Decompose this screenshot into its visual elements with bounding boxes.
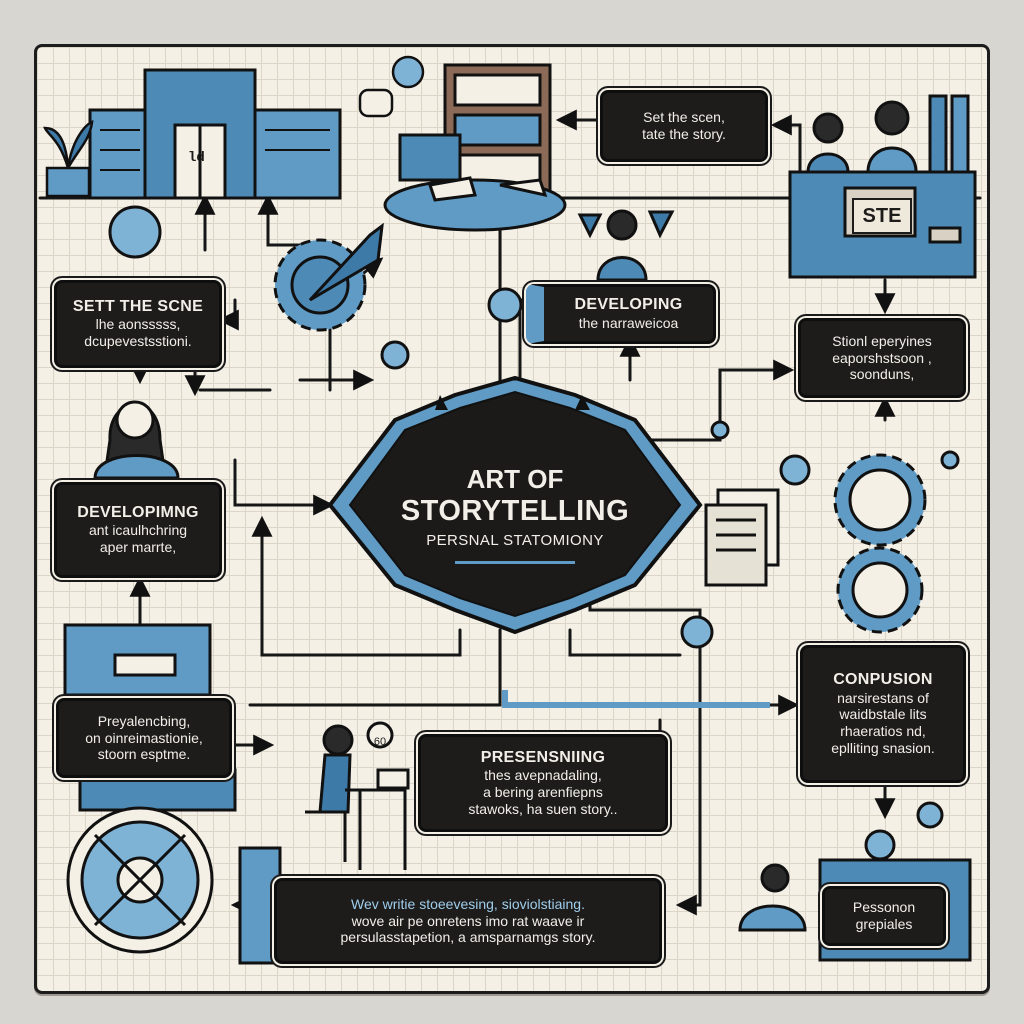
box-story-experiences: Stionl eperyines eaporshstsoon , soondun… bbox=[798, 318, 966, 398]
gear-icon bbox=[273, 222, 384, 332]
box-line: the narraweicoa bbox=[578, 314, 679, 331]
center-underline bbox=[455, 561, 575, 564]
box-set-the-scene: SETT THE SCNE lhe aonsssss, dcupevestsst… bbox=[54, 280, 222, 368]
box-line: grepiales bbox=[855, 916, 913, 932]
box-line: waidbstale lits bbox=[839, 706, 927, 723]
box-line: dcupevestsstioni. bbox=[84, 333, 192, 350]
magnifier-icon bbox=[108, 205, 523, 370]
compass-icon bbox=[66, 806, 214, 954]
box-line: on oinreimastionie, bbox=[85, 729, 203, 746]
box-line: tate the story. bbox=[642, 126, 726, 142]
box-line: Wev writie stoeevesing, sioviolstiaing. bbox=[351, 895, 585, 912]
chat-bubble-text: 60 bbox=[373, 736, 387, 748]
box-title: PRESENSNIING bbox=[480, 748, 606, 766]
box-developing-authentic: DEVELOPIMNG ant icaulhchring aper marrte… bbox=[54, 482, 222, 578]
box-line: aper marrte, bbox=[99, 539, 177, 556]
box-line: eplliting snasion. bbox=[831, 739, 935, 756]
center-badge-shape bbox=[327, 375, 703, 635]
box-line: a bering arenfiepns bbox=[483, 783, 603, 800]
box-line: stoorn esptme. bbox=[97, 746, 191, 763]
center-title-line-1: ART OF bbox=[466, 464, 564, 494]
chat-bubble-icon bbox=[358, 55, 425, 118]
gear-icon bbox=[680, 420, 960, 649]
box-title: DEVELOPING bbox=[574, 296, 683, 314]
box-presenting: PRESENSNIING thes avepnadaling, a bering… bbox=[418, 734, 668, 832]
center-title-block: ART OF STORYTELLING PERSNAL STATOMIONY bbox=[330, 395, 700, 625]
desk-icon bbox=[383, 133, 567, 232]
box-line: lhe aonsssss, bbox=[95, 316, 181, 333]
box-line: thes avepnadaling, bbox=[484, 767, 602, 783]
person-icon bbox=[577, 209, 675, 282]
box-line: soonduns, bbox=[849, 366, 915, 383]
person-icon bbox=[238, 721, 410, 965]
box-title: DEVELOPIMNG bbox=[77, 504, 199, 521]
people-icon bbox=[788, 94, 977, 279]
box-line: rhaeratios nd, bbox=[840, 723, 926, 740]
center-title-line-2: STORYTELLING bbox=[400, 495, 630, 527]
box-personal-principles: Pessonon grepiales bbox=[822, 886, 946, 946]
box-set-the-scene-top: Set the scen, tate the story. bbox=[600, 90, 768, 162]
box-developing-narrative: DEVELOPING the narraweicoa bbox=[526, 284, 716, 344]
desk-sign: STE bbox=[852, 198, 912, 234]
box-line: persulasstapetion, a amsparnamgs story. bbox=[340, 929, 596, 946]
box-line: eaporshstsoon , bbox=[832, 349, 932, 366]
box-line: narsirestans of bbox=[837, 689, 929, 706]
box-title: SETT THE SCNE bbox=[72, 298, 204, 315]
box-title: CONPUSION bbox=[833, 671, 933, 689]
box-conclusion: CONPUSION narsirestans of waidbstale lit… bbox=[800, 645, 966, 783]
document-icon bbox=[704, 488, 780, 587]
box-line: Stionl eperyines bbox=[832, 332, 932, 349]
door-label: ld bbox=[188, 150, 205, 166]
building-icon bbox=[88, 68, 342, 200]
bookshelf-icon bbox=[443, 63, 552, 197]
center-subtitle: PERSNAL STATOMIONY bbox=[426, 532, 604, 549]
box-line: ant icaulhchring bbox=[88, 522, 188, 539]
box-line: stawoks, ha suen story.. bbox=[468, 800, 618, 817]
box-line: Pessonon bbox=[852, 899, 916, 916]
plant-icon bbox=[43, 120, 94, 198]
box-prevalencing: Preyalencbing, on oinreimastionie, stoor… bbox=[56, 698, 232, 778]
box-weave-stories: Wev writie stoeevesing, sioviolstiaing. … bbox=[274, 878, 662, 964]
box-line: wove air pe onretens imo rat waave ir bbox=[351, 912, 585, 929]
box-line: Preyalencbing, bbox=[97, 712, 191, 729]
box-line: Set the scen, bbox=[643, 109, 725, 126]
person-icon bbox=[93, 400, 180, 480]
